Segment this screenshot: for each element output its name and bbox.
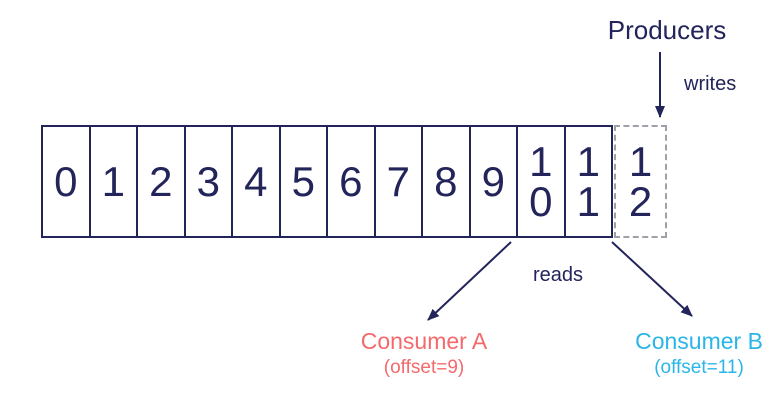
partition-cell: 11 <box>563 125 613 238</box>
consumer-b-name: Consumer B <box>635 328 763 354</box>
partition-cell: 1 <box>88 125 138 238</box>
cell-offset-number: 4 <box>244 157 268 205</box>
partition-cell: 2 <box>136 125 186 238</box>
cell-offset-number: 6 <box>339 157 363 205</box>
cell-offset-number: 10 <box>529 137 553 225</box>
cell-offset-number: 7 <box>386 157 410 205</box>
producers-label: Producers <box>607 15 727 45</box>
consumer-a-read-arrow <box>427 241 512 321</box>
cell-offset-number: 12 <box>628 137 653 225</box>
consumer-a-name: Consumer A <box>360 328 488 354</box>
writes-label: writes <box>684 73 737 95</box>
partition-cell: 8 <box>421 125 471 238</box>
cell-offset-number: 9 <box>481 157 505 205</box>
consumer-b-read-arrow <box>611 241 693 317</box>
partition-cell: 7 <box>373 125 423 238</box>
partition-cell: 0 <box>41 125 91 238</box>
partition-cell: 10 <box>516 125 566 238</box>
consumer-b-block: Consumer B (offset=11) <box>609 327 768 380</box>
consumer-b-offset: (offset=11) <box>654 357 744 379</box>
partition-cell-pending: 12 <box>614 125 667 238</box>
consumer-a-offset: (offset=9) <box>383 357 465 379</box>
cell-offset-number: 1 <box>101 157 125 205</box>
cell-offset-number: 2 <box>149 157 173 205</box>
partition-cell: 9 <box>468 125 518 238</box>
cell-offset-number: 11 <box>576 137 600 225</box>
consumer-a-block: Consumer A (offset=9) <box>334 327 514 380</box>
partition-cell: 3 <box>183 125 233 238</box>
cell-offset-number: 8 <box>434 157 458 205</box>
cell-offset-number: 5 <box>291 157 315 205</box>
cell-offset-number: 0 <box>54 157 78 205</box>
partition-cell: 4 <box>231 125 281 238</box>
reads-label: reads <box>533 264 584 286</box>
partition-cell: 5 <box>278 125 328 238</box>
partition-cell: 6 <box>326 125 376 238</box>
cell-offset-number: 3 <box>196 157 220 205</box>
